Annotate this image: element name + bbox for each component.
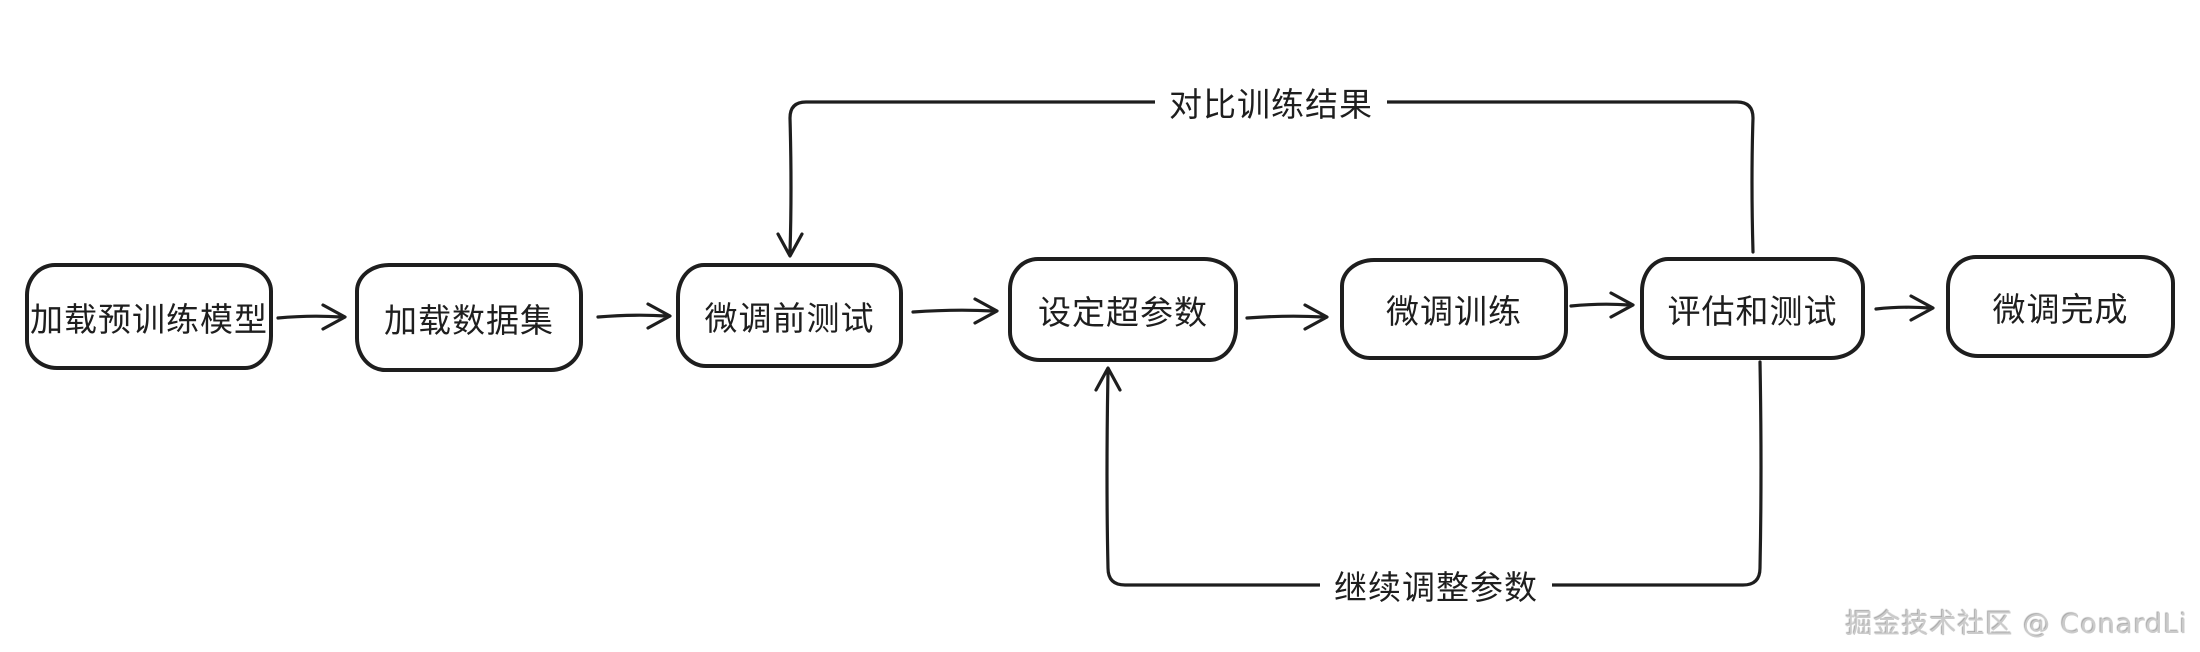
- node-finetune-complete: 微调完成: [1946, 255, 2175, 358]
- edge-set-hyperparams-to-training: [1245, 303, 1329, 331]
- watermark-text: 掘金技术社区 @ ConardLi: [1845, 609, 2188, 640]
- edge-pre-test-to-set-hyperparams: [911, 297, 999, 325]
- edge-feedback-adjust-params: [1094, 360, 1763, 587]
- node-label-evaluate-and-test: 评估和测试: [1667, 291, 1838, 331]
- node-finetune-training: 微调训练: [1340, 258, 1568, 360]
- node-label-finetune-training: 微调训练: [1386, 292, 1522, 331]
- node-set-hyperparameters: 设定超参数: [1008, 257, 1238, 362]
- node-label-pre-finetune-test: 微调前测试: [704, 298, 875, 338]
- edge-load-dataset-to-pre-test: [596, 302, 672, 330]
- node-label-load-pretrained-model: 加载预训练模型: [30, 299, 268, 339]
- edge-training-to-evaluate: [1569, 291, 1635, 319]
- edge-load-model-to-load-dataset: [276, 303, 347, 331]
- node-evaluate-and-test: 评估和测试: [1640, 257, 1865, 360]
- node-pre-finetune-test: 微调前测试: [676, 263, 903, 368]
- node-load-pretrained-model: 加载预训练模型: [25, 263, 273, 370]
- node-label-finetune-complete: 微调完成: [1992, 289, 2129, 329]
- edge-label-compare-results: 对比训练结果: [1155, 74, 1387, 130]
- node-load-dataset: 加载数据集: [355, 263, 583, 372]
- node-label-load-dataset: 加载数据集: [384, 300, 554, 340]
- edge-label-adjust-params: 继续调整参数: [1320, 557, 1552, 613]
- node-label-set-hyperparameters: 设定超参数: [1038, 292, 1208, 332]
- edge-evaluate-to-complete: [1874, 294, 1935, 322]
